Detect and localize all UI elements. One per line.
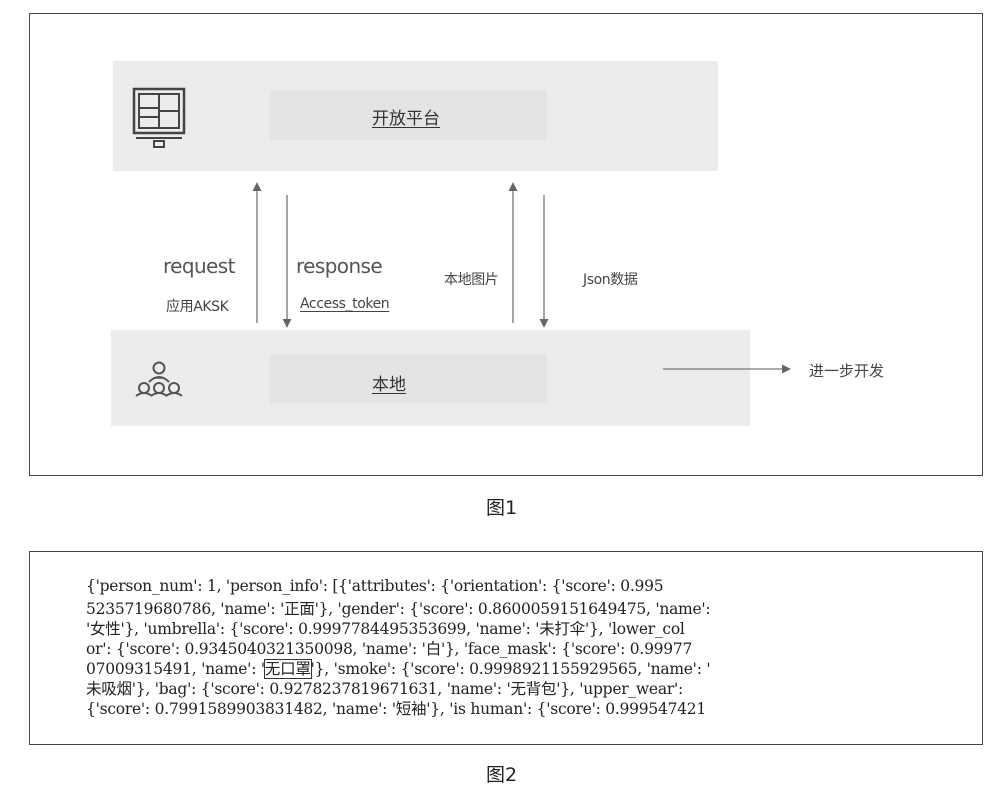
- figure-2-frame: [29, 551, 983, 745]
- monitor-icon: [132, 87, 186, 148]
- highlighted-value: 无口罩: [263, 659, 312, 679]
- json-line-4: or': {'score': 0.9345040321350098, 'name…: [86, 640, 693, 658]
- local-label-box: [270, 355, 547, 403]
- people-group-icon: [135, 361, 183, 397]
- request-label: request: [163, 254, 235, 278]
- json-line-5-pre: 07009315491, 'name': ': [86, 660, 265, 678]
- json-line-5: 07009315491, 'name': '无口罩'}, 'smoke': {'…: [86, 657, 711, 679]
- json-line-2: 5235719680786, 'name': '正面'}, 'gender': …: [86, 600, 711, 618]
- figure-1-caption: 图1: [486, 497, 518, 519]
- local-image-label: 本地图片: [444, 272, 499, 288]
- platform-label-box: [270, 90, 547, 140]
- json-data-label: Json数据: [583, 272, 638, 288]
- json-line-7: {'score': 0.7991589903831482, 'name': '短…: [86, 700, 707, 718]
- figure-2-caption: 图2: [486, 764, 518, 786]
- request-sub-label: 应用AKSK: [166, 299, 229, 315]
- platform-label: 开放平台: [372, 109, 440, 129]
- json-line-6: 未吸烟'}, 'bag': {'score': 0.92782378196716…: [86, 680, 683, 698]
- next-step-label: 进一步开发: [809, 362, 885, 380]
- response-sub-label: Access_token: [300, 296, 390, 312]
- json-line-1: {'person_num': 1, 'person_info': [{'attr…: [86, 577, 664, 595]
- json-line-5-post: '}, 'smoke': {'score': 0.999892115592956…: [310, 660, 711, 678]
- response-label: response: [296, 254, 383, 278]
- local-label: 本地: [372, 375, 406, 395]
- json-line-3: '女性'}, 'umbrella': {'score': 0.999778449…: [86, 620, 685, 638]
